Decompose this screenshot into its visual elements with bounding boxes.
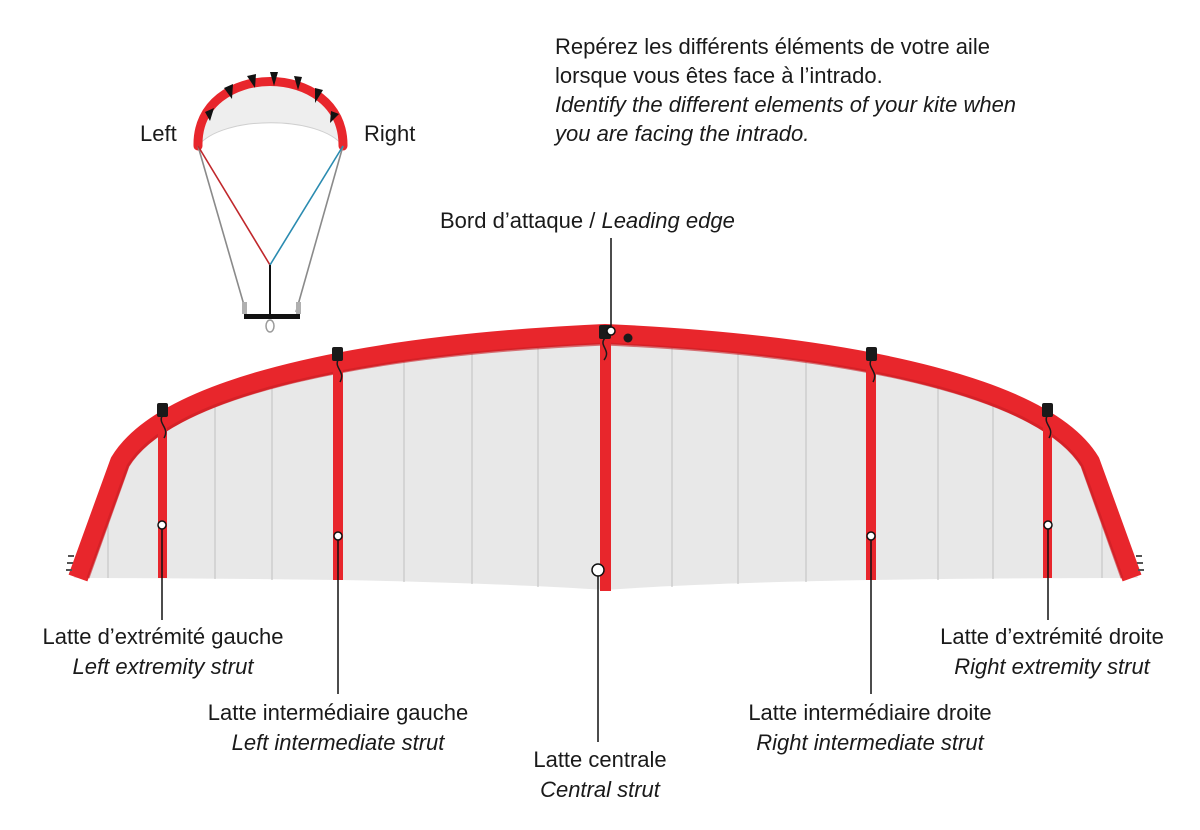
central-strut — [600, 334, 611, 591]
intro-en-line2: you are facing the intrado. — [555, 121, 810, 146]
mini-kite-left-label: Left — [140, 121, 177, 146]
left-extremity-fr: Latte d’extrémité gauche — [42, 624, 284, 649]
left-extremity-en: Left extremity strut — [72, 654, 254, 679]
central-fr: Latte centrale — [533, 747, 667, 772]
left-extremity-strut — [158, 410, 167, 578]
central-label: Latte centrale Central strut — [500, 745, 700, 805]
leading-edge-separator: / — [583, 208, 602, 233]
right-intermediate-strut — [866, 354, 876, 580]
mini-kite-right-label: Right — [364, 121, 416, 146]
right-intermediate-marker — [866, 531, 876, 541]
leading-edge-fr: Bord d’attaque — [440, 208, 584, 233]
mini-kite-right-front-line — [269, 145, 344, 266]
valve-hoses — [160, 337, 1052, 439]
mini-kite-bar-end-left — [242, 302, 247, 314]
leading-edge-label: Bord d’attaque / Leading edge — [440, 206, 735, 236]
mini-kite — [193, 72, 348, 333]
mini-kite-chicken-loop — [265, 319, 275, 333]
kite — [66, 324, 1144, 591]
intro-en-line1: Identify the different elements of your … — [555, 92, 1017, 117]
left-intermediate-marker — [333, 531, 343, 541]
leading-edge-marker — [606, 326, 616, 336]
right-extremity-marker — [1043, 520, 1053, 530]
left-intermediate-label: Latte intermédiaire gauche Left intermed… — [186, 698, 490, 758]
right-intermediate-fr: Latte intermédiaire droite — [748, 700, 992, 725]
intro-text: Repérez les différents éléments de votre… — [555, 32, 1016, 148]
right-extremity-label: Latte d’extrémité droite Right extremity… — [912, 622, 1192, 682]
mini-kite-right-outer-line — [295, 145, 344, 313]
right-intermediate-en: Right intermediate strut — [756, 730, 984, 755]
strut-valves — [157, 325, 1053, 417]
right-extremity-en: Right extremity strut — [954, 654, 1150, 679]
inflate-valve — [623, 333, 633, 343]
mini-kite-left-front-line — [197, 145, 271, 266]
right-extremity-strut — [1043, 410, 1052, 578]
left-extremity-label: Latte d’extrémité gauche Left extremity … — [28, 622, 298, 682]
left-extremity-marker — [157, 520, 167, 530]
left-intermediate-fr: Latte intermédiaire gauche — [207, 700, 469, 725]
mini-kite-bar-end-right — [296, 302, 301, 314]
right-extremity-fr: Latte d’extrémité droite — [940, 624, 1164, 649]
canopy-panel-seams — [107, 338, 1103, 587]
left-intermediate-strut — [333, 354, 343, 580]
mini-kite-strut-markers — [205, 72, 339, 123]
central-en: Central strut — [540, 777, 660, 802]
central-marker — [591, 563, 605, 577]
mini-kite-left-outer-line — [197, 145, 247, 313]
wingtip-ends — [66, 555, 1144, 571]
intro-fr-line2: lorsque vous êtes face à l’intrado. — [555, 63, 883, 88]
struts — [158, 334, 1052, 591]
leader-lines — [161, 238, 1049, 742]
left-intermediate-en: Left intermediate strut — [231, 730, 445, 755]
leading-edge-en: Leading edge — [601, 208, 735, 233]
mini-kite-bar — [244, 314, 300, 319]
right-intermediate-label: Latte intermédiaire droite Right interme… — [720, 698, 1020, 758]
intro-fr-line1: Repérez les différents éléments de votre… — [555, 34, 990, 59]
label-markers — [157, 326, 1053, 577]
mini-kite-leading-edge — [193, 77, 348, 151]
